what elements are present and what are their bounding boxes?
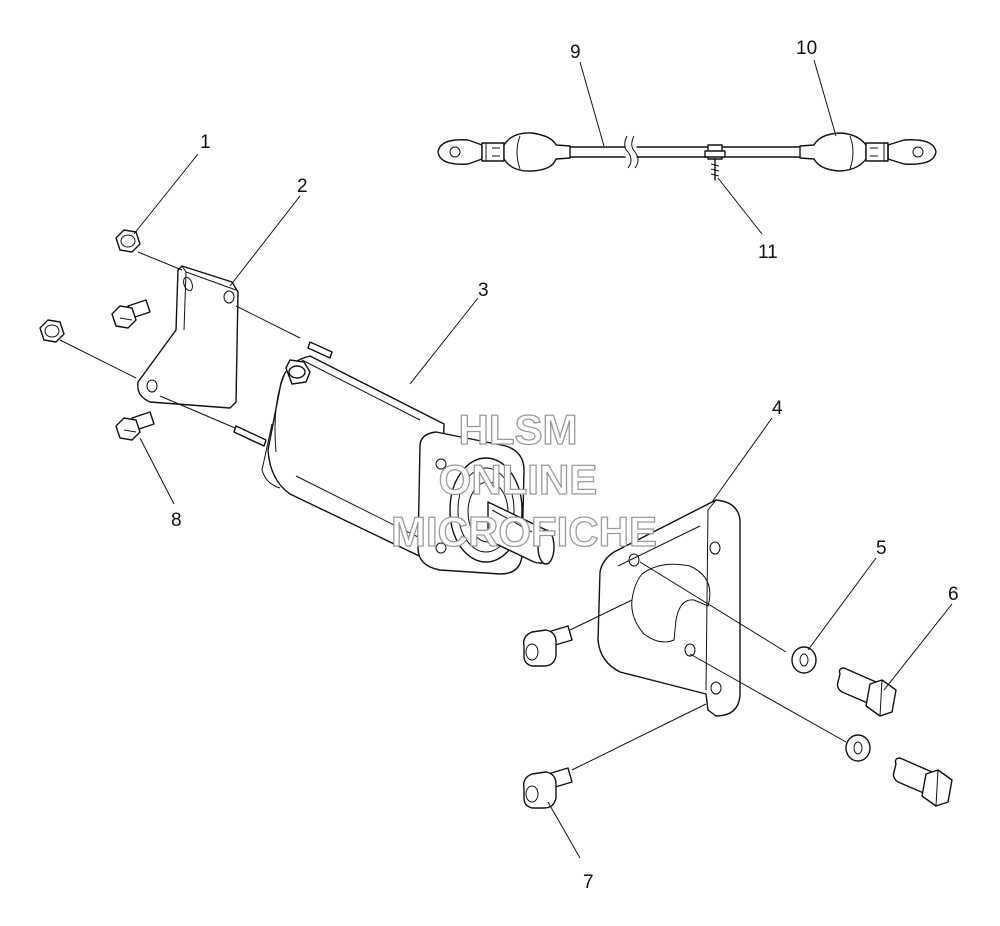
part-6-bolt-upper [836, 667, 897, 717]
watermark-line-2: ONLINE [439, 456, 598, 503]
part-nut-left [39, 319, 65, 343]
part-2-bolt [111, 299, 151, 329]
part-1-nut [115, 229, 141, 253]
callout-7: 7 [583, 872, 594, 893]
callout-8: 8 [171, 510, 182, 531]
leader-lines [133, 59, 953, 859]
starter-motor [233, 341, 555, 575]
callout-3: 3 [478, 280, 489, 301]
callout-4: 4 [772, 398, 783, 419]
callout-11: 11 [758, 242, 778, 263]
callout-2: 2 [297, 176, 308, 197]
part-5-washer-upper [791, 646, 817, 674]
callout-10: 10 [796, 38, 817, 59]
part-7-bolt-lower [522, 767, 573, 809]
callout-9: 9 [570, 42, 581, 63]
callout-6: 6 [948, 584, 959, 605]
watermark: HLSM ONLINE MICROFICHE [390, 405, 657, 555]
part-7-bolt-upper [522, 625, 573, 667]
part-6-bolt-lower [892, 757, 953, 807]
battery-cable [437, 132, 937, 181]
part-8-bolt [115, 411, 155, 441]
part-5-washer-lower [845, 734, 871, 762]
left-bracket [137, 265, 239, 409]
watermark-line-1: HLSM [459, 406, 578, 453]
callout-5: 5 [876, 538, 887, 559]
callouts: 1 2 3 4 5 6 7 8 9 10 11 [171, 38, 959, 893]
watermark-line-3: MICROFICHE [391, 508, 657, 555]
callout-1: 1 [200, 132, 211, 153]
